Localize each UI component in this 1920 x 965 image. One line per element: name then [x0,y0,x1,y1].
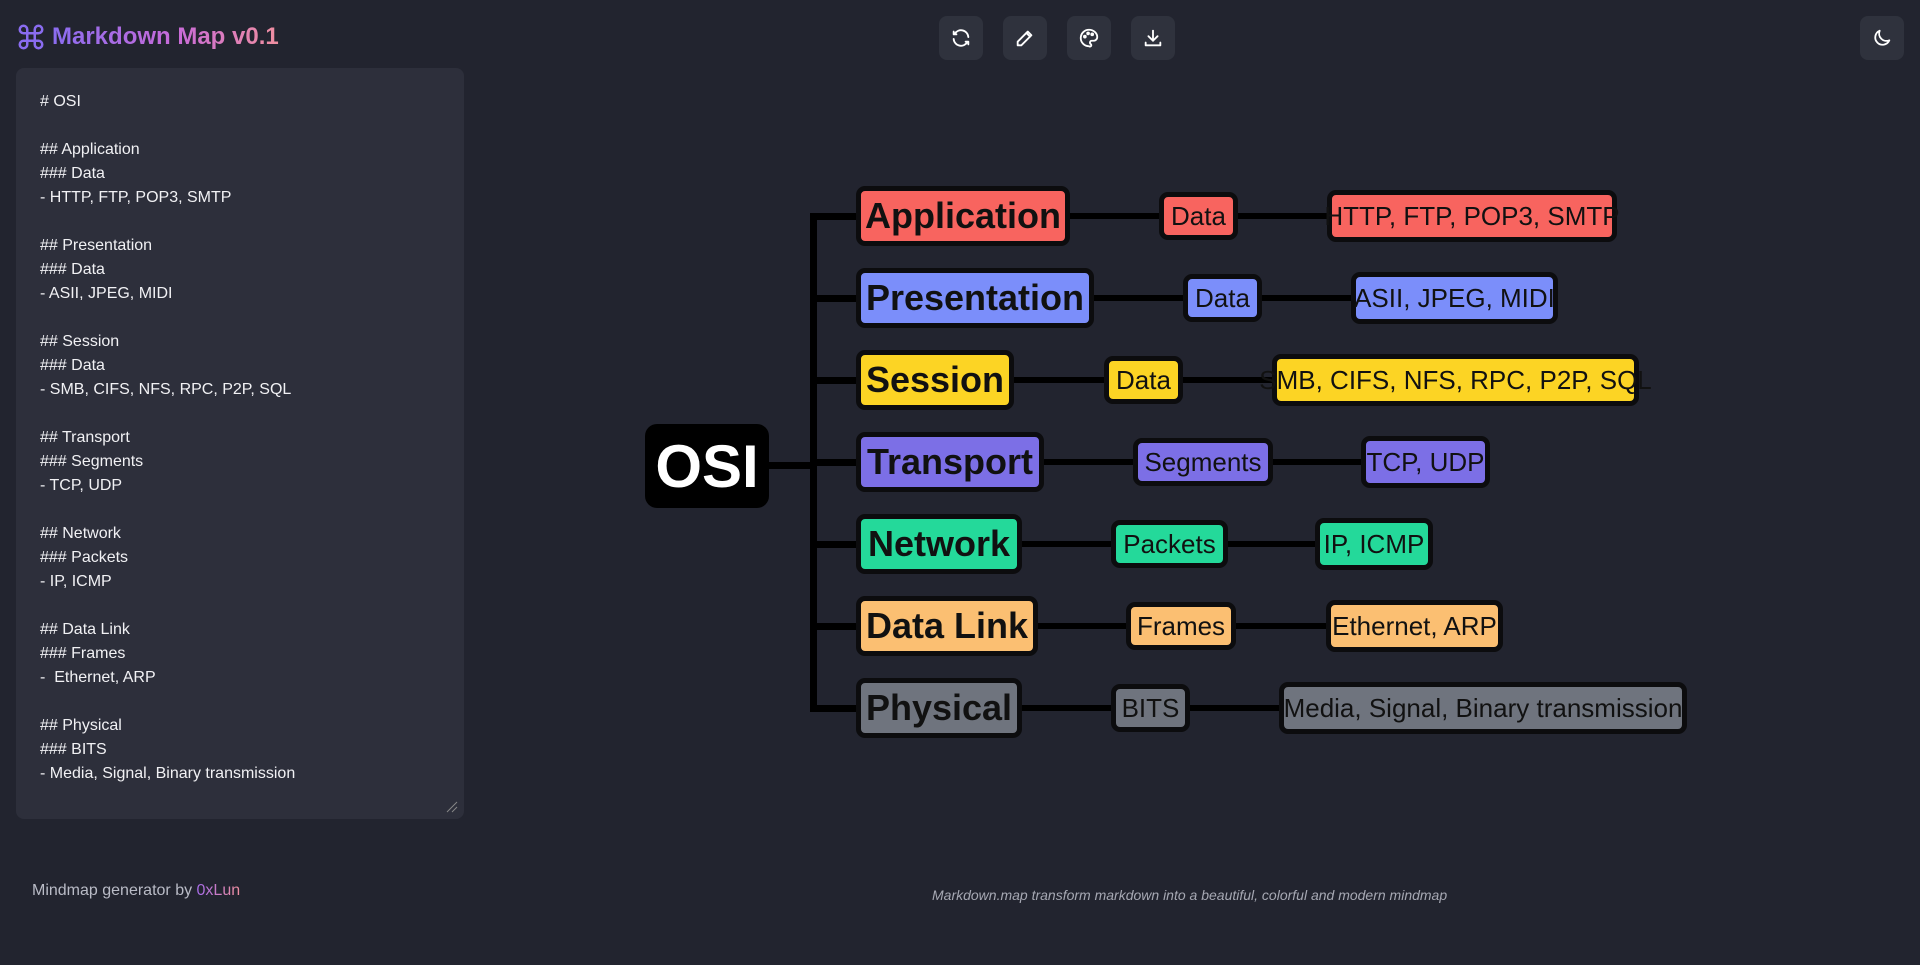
toolbar [939,16,1175,60]
sub-node[interactable]: Segments [1133,438,1273,486]
edge-branch [1020,541,1113,547]
edge-branch [1068,213,1161,219]
download-icon [1144,29,1162,47]
edge-branch [1260,295,1353,301]
edge-branch [1236,213,1329,219]
moon-icon [1874,29,1891,46]
sub-node[interactable]: BITS [1111,684,1190,732]
markdown-text[interactable]: # OSI ## Application ### Data - HTTP, FT… [40,93,296,782]
edit-button[interactable] [1003,16,1047,60]
layer-node[interactable]: Application [856,186,1070,246]
leaf-node[interactable]: Ethernet, ARP [1326,600,1503,652]
edge-branch [810,295,858,302]
layer-node[interactable]: Presentation [856,268,1094,328]
theme-palette-button[interactable] [1067,16,1111,60]
layer-node[interactable]: Transport [856,432,1044,492]
leaf-node[interactable]: ASII, JPEG, MIDI [1351,272,1558,324]
credit-text: Mindmap generator by 0xLun [32,882,240,900]
edge-branch [810,213,858,220]
edge-branch [810,705,858,712]
refresh-icon [952,29,970,47]
sub-node[interactable]: Data [1183,274,1262,322]
markdown-editor[interactable]: # OSI ## Application ### Data - HTTP, FT… [16,68,464,819]
root-node[interactable]: OSI [645,424,769,508]
command-icon [18,24,44,50]
sub-node[interactable]: Frames [1126,602,1236,650]
credit-prefix: Mindmap generator by [32,882,197,899]
sub-node[interactable]: Packets [1111,520,1228,568]
sub-node[interactable]: Data [1104,356,1183,404]
leaf-node[interactable]: IP, ICMP [1315,518,1433,570]
sub-node[interactable]: Data [1159,192,1238,240]
edge-branch [1271,459,1363,465]
edge-branch [1226,541,1317,547]
leaf-node[interactable]: TCP, UDP [1361,436,1490,488]
app-logo: Markdown Map v0.1 [16,22,279,52]
edge-branch [1042,459,1135,465]
layer-node[interactable]: Network [856,514,1022,574]
edge-branch [810,623,858,630]
leaf-node[interactable]: HTTP, FTP, POP3, SMTP [1324,190,1620,242]
edge-branch [810,541,858,548]
edge-branch [1012,377,1106,383]
tagline: Markdown.map transform markdown into a b… [932,887,1448,903]
edge-branch [1092,295,1185,301]
edge-branch [1234,623,1328,629]
pencil-icon [1016,30,1033,47]
dark-mode-toggle[interactable] [1860,16,1904,60]
edge-branch [1188,705,1281,711]
palette-icon [1079,28,1099,48]
edge-branch [1020,705,1113,711]
layer-node[interactable]: Data Link [856,596,1038,656]
leaf-node[interactable]: Media, Signal, Binary transmission [1279,682,1687,734]
refresh-button[interactable] [939,16,983,60]
edge-branch [810,377,858,384]
download-button[interactable] [1131,16,1175,60]
edge-root-trunk [769,462,811,469]
layer-node[interactable]: Session [856,350,1014,410]
edge-branch [1036,623,1128,629]
layer-node[interactable]: Physical [856,678,1022,738]
leaf-node[interactable]: SMB, CIFS, NFS, RPC, P2P, SQL [1259,354,1652,406]
edge-branch [810,459,858,466]
app-title: Markdown Map v0.1 [52,23,279,50]
credit-author-link[interactable]: 0xLun [196,882,241,899]
edge-trunk [810,213,817,712]
resize-handle-icon[interactable] [444,799,458,813]
